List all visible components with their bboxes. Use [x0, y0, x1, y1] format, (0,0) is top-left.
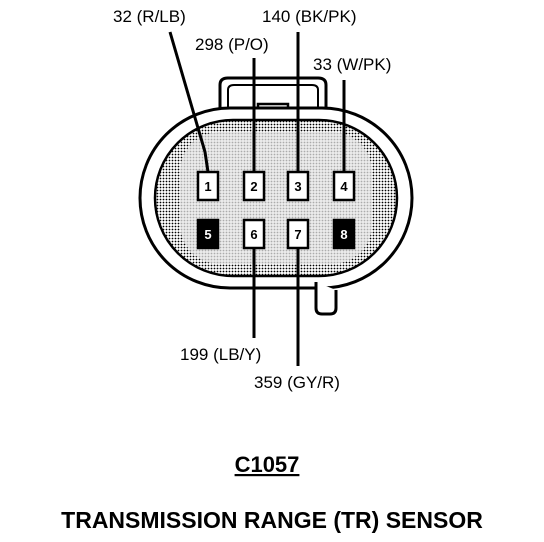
wire-labels: 32 (R/LB) 298 (P/O) 140 (BK/PK) 33 (W/PK) 19…: [113, 7, 391, 392]
pin-cavity: [196, 218, 220, 250]
wire-label-2: 298 (P/O): [195, 35, 269, 54]
connector-housing: [138, 76, 414, 316]
wire-label-1: 32 (R/LB): [113, 7, 186, 26]
pin-4: 4: [332, 170, 356, 202]
pin-number: 8: [340, 227, 347, 242]
pin-number: 2: [250, 179, 257, 194]
pin-6: 6: [242, 218, 266, 250]
wire-1: [168, 31, 210, 173]
pin-number: 3: [294, 179, 301, 194]
connector-id: C1057: [235, 452, 300, 477]
pin-7: 7: [286, 218, 310, 250]
wires: [168, 31, 346, 366]
pin-number: 7: [294, 227, 301, 242]
pin-5: 5: [196, 218, 220, 250]
pin-number: 4: [340, 179, 348, 194]
connector-title: TRANSMISSION RANGE (TR) SENSOR: [61, 507, 483, 533]
pin-8: 8: [332, 218, 356, 250]
pin-2: 2: [242, 170, 266, 202]
wire-label-6: 199 (LB/Y): [180, 345, 261, 364]
pin-number: 1: [204, 179, 211, 194]
wire-label-4: 33 (W/PK): [313, 55, 391, 74]
wire-label-3: 140 (BK/PK): [262, 7, 357, 26]
pin-number: 5: [204, 227, 211, 242]
pin-1: 1: [196, 170, 220, 202]
pin-3: 3: [286, 170, 310, 202]
pin-number: 6: [250, 227, 257, 242]
pin-cavity: [332, 218, 356, 250]
wire-label-7: 359 (GY/R): [254, 373, 340, 392]
